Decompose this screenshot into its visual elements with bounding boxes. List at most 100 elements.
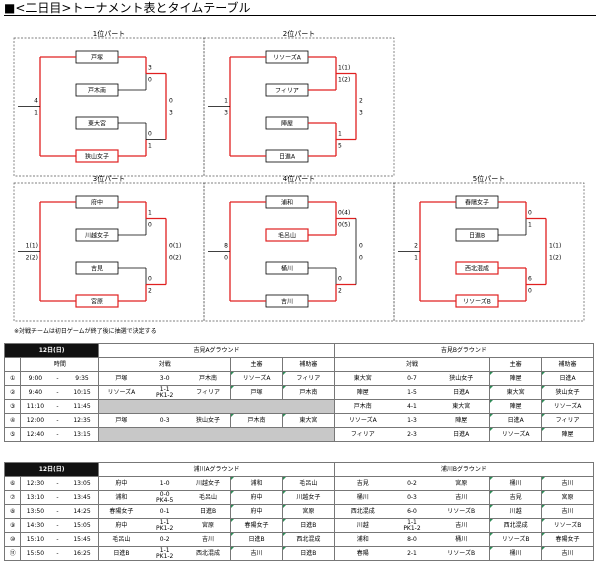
team-name: 吉川 xyxy=(281,299,293,306)
end-time: 14:25 xyxy=(65,504,100,519)
referee-main: 府中 xyxy=(230,504,283,519)
referee-assist: 陣屋 xyxy=(541,427,594,442)
referee-main: 西北混成 xyxy=(489,518,543,533)
team-away: 吉川 xyxy=(433,490,491,505)
team-away: 桶川 xyxy=(433,532,491,547)
referee-main: 陣屋 xyxy=(489,371,543,386)
score-label: 0 xyxy=(148,276,152,283)
score-label: 0(1) xyxy=(169,243,181,250)
team-name: フィリア xyxy=(275,88,299,95)
referee-assist: 毛呂山 xyxy=(281,476,335,491)
team-name: 浦和 xyxy=(281,199,293,207)
match-number: ④ xyxy=(3,413,22,428)
score-label: 1(2) xyxy=(549,255,561,262)
referee-main: 吉川 xyxy=(230,546,283,561)
team-name: 東大宮 xyxy=(88,120,106,128)
end-time: 13:45 xyxy=(65,490,100,505)
start-time: 12:30 xyxy=(20,476,50,491)
team-away: 戸木南 xyxy=(185,371,232,386)
brackets-svg: 1位パート戸塚戸木南東大宮狭山女子300141032位パートリソーズAフィリア陣… xyxy=(13,29,585,322)
score-label: 2 xyxy=(148,288,152,295)
score-label: 1 xyxy=(338,131,342,138)
time-separator: - xyxy=(49,518,66,533)
referee-assist: 日進B xyxy=(281,518,335,533)
team-home: 吉見 xyxy=(333,476,391,491)
score-label: 2(2) xyxy=(26,255,38,262)
score-label: 0 xyxy=(148,131,152,138)
start-time: 13:50 xyxy=(20,504,50,519)
score-label: 1(1) xyxy=(549,243,561,250)
team-away: 川越女子 xyxy=(185,476,232,491)
score-label: 1(1) xyxy=(338,65,350,72)
bracket-frame xyxy=(203,37,395,177)
match-score: 0-1 xyxy=(143,504,186,519)
start-time: 14:30 xyxy=(20,518,50,533)
score-label: 1 xyxy=(224,98,228,105)
score-label: 2 xyxy=(359,98,363,105)
team-home: 桶川 xyxy=(333,490,391,505)
referee-main: 戸塚 xyxy=(230,385,283,400)
score-label: 3 xyxy=(148,65,152,72)
referee-main: リソーズB xyxy=(489,532,543,547)
score-label: 0(4) xyxy=(338,210,350,217)
assist-header-b: 補助審 xyxy=(541,357,594,372)
team-name: 狭山女子 xyxy=(85,153,109,161)
referee-assist: 吉川 xyxy=(541,546,594,561)
referee-assist: 春陽女子 xyxy=(541,532,594,547)
score-label: 3 xyxy=(224,110,228,117)
score-label: 1 xyxy=(414,255,418,262)
end-time: 16:25 xyxy=(65,546,100,561)
referee-assist: フィリア xyxy=(281,371,335,386)
score-label: 1 xyxy=(148,143,152,150)
referee-main: 吉見 xyxy=(489,490,543,505)
match-number: ② xyxy=(3,385,22,400)
end-time: 11:45 xyxy=(65,399,100,414)
team-home: リソーズA xyxy=(98,385,144,400)
referee-main: 府中 xyxy=(230,490,283,505)
team-away: 吉川 xyxy=(433,518,491,533)
referee-assist: 日進B xyxy=(281,546,335,561)
referee-main: 浦和 xyxy=(230,476,283,491)
match-number: ⑦ xyxy=(3,490,22,505)
score-label: 0 xyxy=(528,210,532,217)
host-header-a: 主審 xyxy=(230,357,283,372)
team-name: リソーズA xyxy=(273,54,302,62)
match-number: ⑥ xyxy=(3,476,22,491)
bracket-frame xyxy=(203,182,395,322)
team-away: 日進A xyxy=(433,385,491,400)
end-time: 10:15 xyxy=(65,385,100,400)
end-time: 12:35 xyxy=(65,413,100,428)
time-separator: - xyxy=(49,504,66,519)
bracket-frame xyxy=(13,182,205,322)
start-time: 13:10 xyxy=(20,490,50,505)
bracket-title: 4位パート xyxy=(283,174,315,183)
match-score: 6-0 xyxy=(390,504,434,519)
match-score: 2-1 xyxy=(390,546,434,561)
match-number: ③ xyxy=(3,399,22,414)
score-label: 3 xyxy=(169,110,173,117)
score-label: 3 xyxy=(359,110,363,117)
team-home: 西北混成 xyxy=(333,504,391,519)
team-away: 西北混成 xyxy=(185,546,232,561)
team-home: 浦和 xyxy=(98,490,144,505)
match-number: ⑪ xyxy=(3,546,22,561)
start-time: 9:40 xyxy=(20,385,50,400)
match-score: 0-3 xyxy=(390,490,434,505)
bracket-frame xyxy=(393,182,585,322)
referee-main: 桶川 xyxy=(489,546,543,561)
referee-main: リソーズA xyxy=(489,427,543,442)
score-label: 2 xyxy=(414,243,418,250)
referee-assist: 宮原 xyxy=(541,490,594,505)
referee-assist: 宮原 xyxy=(281,504,335,519)
bracket-title: 2位パート xyxy=(283,29,315,38)
score-label: 6 xyxy=(528,276,532,283)
team-home: 戸木南 xyxy=(333,399,391,414)
score-label: 1(1) xyxy=(26,243,38,250)
